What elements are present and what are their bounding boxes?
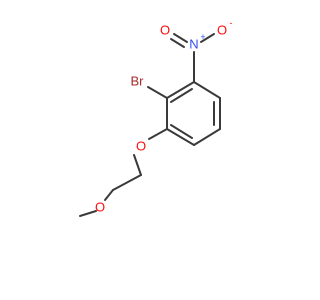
bond-nitrogen-oxygen-double-a — [173, 33, 188, 43]
charge-nitrogen-plus: + — [200, 32, 205, 42]
ring-bond-c4-c5 — [193, 128, 221, 146]
atom-label-oxygen-minus: O — [217, 23, 227, 38]
ring-bond-c1-c2 — [166, 81, 195, 99]
structure-canvas: Br N + O O - O O — [79, 18, 233, 217]
ring-bond-c5-c6 — [166, 128, 195, 146]
atom-label-oxygen-double: O — [160, 23, 170, 38]
atom-label-methoxy-oxygen: O — [95, 200, 105, 215]
bond-ring-bromine — [147, 86, 168, 99]
ring-double-bond-inner-1 — [170, 88, 193, 103]
molecule-drawing: Br N + O O - O O — [79, 18, 233, 217]
atom-label-bromine: Br — [131, 74, 145, 89]
bond-ch2-ch2 — [112, 174, 142, 191]
charge-oxygen-minus: - — [230, 18, 233, 28]
bond-ether-oxygen-ch2 — [133, 154, 142, 176]
ring-double-bond-inner-3 — [170, 124, 193, 139]
bond-nitrogen-oxygen-single — [200, 33, 215, 43]
bond-nitrogen-oxygen-double-b — [170, 38, 185, 48]
ring-bond-c2-c3 — [193, 81, 221, 99]
atom-label-nitrogen: N — [189, 37, 198, 52]
atom-label-ether-oxygen: O — [136, 139, 146, 154]
bond-methoxy-oxygen-ch3 — [79, 210, 97, 217]
bond-ch2-methoxy-oxygen — [104, 189, 114, 201]
bond-ring-ether-oxygen — [148, 128, 168, 140]
